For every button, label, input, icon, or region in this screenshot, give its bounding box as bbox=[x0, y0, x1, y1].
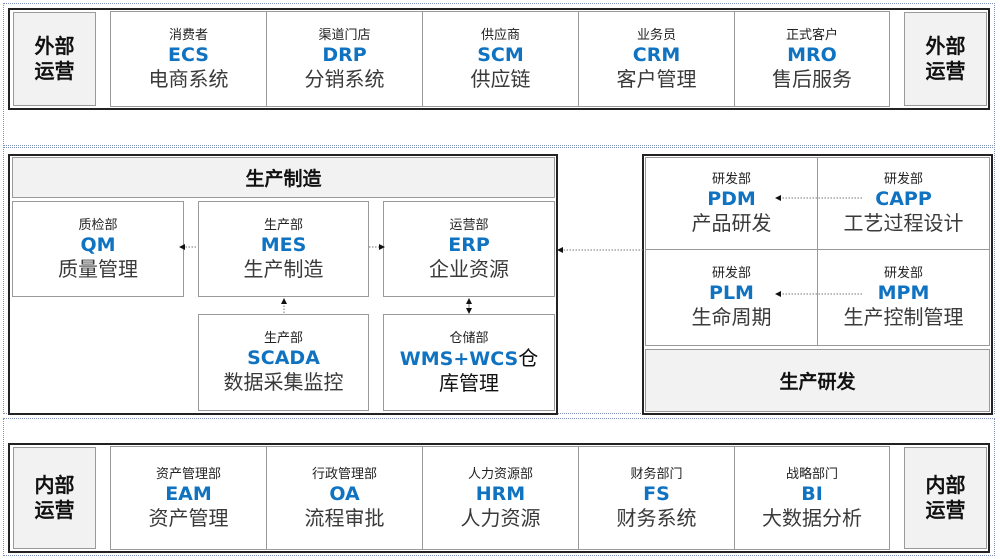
label-line2: 运营 bbox=[925, 498, 966, 522]
system-code: DRP bbox=[322, 43, 367, 66]
system-card-crm[interactable]: 业务员 CRM 客户管理 bbox=[578, 11, 735, 107]
label-line1: 内部 bbox=[34, 473, 75, 497]
dept-label: 研发部 bbox=[711, 172, 751, 187]
system-code: CAPP bbox=[875, 188, 932, 210]
system-name: 生命周期 bbox=[691, 305, 772, 329]
system-code: HRM bbox=[475, 482, 526, 505]
internal-ops-label-right: 内部运营 bbox=[904, 447, 987, 549]
manufacturing-title: 生产制造 bbox=[12, 157, 555, 198]
system-code: ERP bbox=[448, 233, 490, 256]
system-name: 售后服务 bbox=[772, 66, 852, 91]
system-card-oa[interactable]: 行政管理部 OA 流程审批 bbox=[266, 446, 423, 550]
dept-label: 研发部 bbox=[883, 172, 923, 187]
label-line1: 外部 bbox=[34, 34, 75, 58]
system-name: 电商系统 bbox=[148, 66, 229, 91]
dept-label: 人力资源部 bbox=[467, 466, 533, 482]
system-code: MRO bbox=[787, 43, 837, 66]
dept-label: 正式客户 bbox=[785, 27, 838, 43]
system-name: 数据采集监控 bbox=[223, 370, 344, 394]
external-ops-section bbox=[3, 3, 995, 146]
dept-label: 财务部门 bbox=[630, 466, 683, 482]
dept-label: 生产部 bbox=[263, 331, 303, 346]
label-line2: 运营 bbox=[925, 59, 966, 83]
system-code: SCADA bbox=[247, 347, 320, 369]
system-card-plm[interactable]: 研发部 PLM 生命周期 bbox=[645, 249, 818, 346]
system-name: 客户管理 bbox=[616, 66, 697, 91]
system-card-mpm[interactable]: 研发部 MPM 生产控制管理 bbox=[817, 249, 990, 346]
external-ops-label-left: 外部运营 bbox=[13, 12, 96, 106]
internal-ops-section bbox=[3, 418, 995, 556]
system-name: 分销系统 bbox=[304, 66, 385, 91]
label-line2: 运营 bbox=[34, 498, 75, 522]
system-card-pdm[interactable]: 研发部 PDM 产品研发 bbox=[645, 157, 818, 250]
system-card-bi[interactable]: 战略部门 BI 大数据分析 bbox=[734, 446, 890, 550]
system-card-ecs[interactable]: 消费者 ECS 电商系统 bbox=[110, 11, 267, 107]
system-name: 财务系统 bbox=[616, 505, 697, 530]
system-name: 流程审批 bbox=[304, 505, 385, 530]
external-ops-label-right: 外部运营 bbox=[904, 12, 987, 106]
system-card-fs[interactable]: 财务部门 FS 财务系统 bbox=[578, 446, 735, 550]
dept-label: 消费者 bbox=[168, 27, 208, 43]
system-name: 供应链 bbox=[470, 66, 531, 91]
system-name: 资产管理 bbox=[148, 505, 229, 530]
system-name: 企业资源 bbox=[429, 256, 509, 281]
system-name: 生产制造 bbox=[243, 256, 324, 281]
dept-label: 行政管理部 bbox=[311, 466, 377, 482]
dept-label: 研发部 bbox=[883, 266, 923, 281]
dept-label: 运营部 bbox=[449, 217, 489, 233]
system-code: PDM bbox=[707, 188, 756, 210]
system-name: 工艺过程设计 bbox=[843, 211, 964, 235]
system-code: ECS bbox=[168, 43, 209, 66]
system-code: PLM bbox=[709, 282, 754, 304]
system-card-mes[interactable]: 生产部 MES 生产制造 bbox=[198, 201, 369, 297]
dept-label: 研发部 bbox=[711, 266, 751, 281]
dept-label: 渠道门店 bbox=[318, 27, 371, 43]
system-card-eam[interactable]: 资产管理部 EAM 资产管理 bbox=[110, 446, 267, 550]
dept-label: 生产部 bbox=[263, 217, 303, 233]
system-code: OA bbox=[329, 482, 360, 505]
label-line1: 内部 bbox=[925, 473, 966, 497]
dept-label: 质检部 bbox=[78, 217, 118, 233]
system-code: FS bbox=[643, 482, 670, 505]
label-line2: 运营 bbox=[34, 59, 75, 83]
dept-label: 业务员 bbox=[636, 27, 676, 43]
system-name: 质量管理 bbox=[58, 256, 138, 281]
system-name: 生产控制管理 bbox=[843, 305, 964, 329]
system-card-scm[interactable]: 供应商 SCM 供应链 bbox=[422, 11, 579, 107]
system-card-hrm[interactable]: 人力资源部 HRM 人力资源 bbox=[422, 446, 579, 550]
dept-label: 战略部门 bbox=[785, 466, 838, 482]
system-code: SCM bbox=[477, 43, 524, 66]
system-card-mro[interactable]: 正式客户 MRO 售后服务 bbox=[734, 11, 890, 107]
system-card-drp[interactable]: 渠道门店 DRP 分销系统 bbox=[266, 11, 423, 107]
system-code: EAM bbox=[165, 482, 212, 505]
rnd-title: 生产研发 bbox=[645, 349, 990, 412]
system-card-capp[interactable]: 研发部 CAPP 工艺过程设计 bbox=[817, 157, 990, 250]
dept-label: 仓储部 bbox=[449, 330, 489, 346]
dept-label: 资产管理部 bbox=[155, 466, 221, 482]
system-code: QM bbox=[80, 233, 116, 256]
system-code: MES bbox=[260, 233, 307, 256]
internal-ops-label-left: 内部运营 bbox=[13, 447, 96, 549]
system-code: MPM bbox=[877, 282, 930, 304]
system-name: 大数据分析 bbox=[762, 505, 862, 530]
system-name-prefix: 仓 bbox=[518, 345, 539, 370]
system-card-scada[interactable]: 生产部 SCADA 数据采集监控 bbox=[198, 314, 369, 411]
system-code: BI bbox=[801, 482, 823, 505]
system-code: WMS+WCS bbox=[399, 347, 519, 370]
system-card-qm[interactable]: 质检部 QM 质量管理 bbox=[12, 201, 184, 297]
system-card-erp[interactable]: 运营部 ERP 企业资源 bbox=[383, 201, 555, 297]
system-code: CRM bbox=[632, 43, 681, 66]
system-name: 人力资源 bbox=[460, 505, 541, 530]
dept-label: 供应商 bbox=[480, 27, 520, 43]
label-line1: 外部 bbox=[925, 34, 966, 58]
system-name: 产品研发 bbox=[691, 211, 772, 235]
system-name: 库管理 bbox=[439, 370, 499, 395]
system-code-line: WMS+WCS仓 bbox=[399, 345, 539, 371]
system-card-wms[interactable]: 仓储部 WMS+WCS仓 库管理 bbox=[383, 314, 555, 411]
